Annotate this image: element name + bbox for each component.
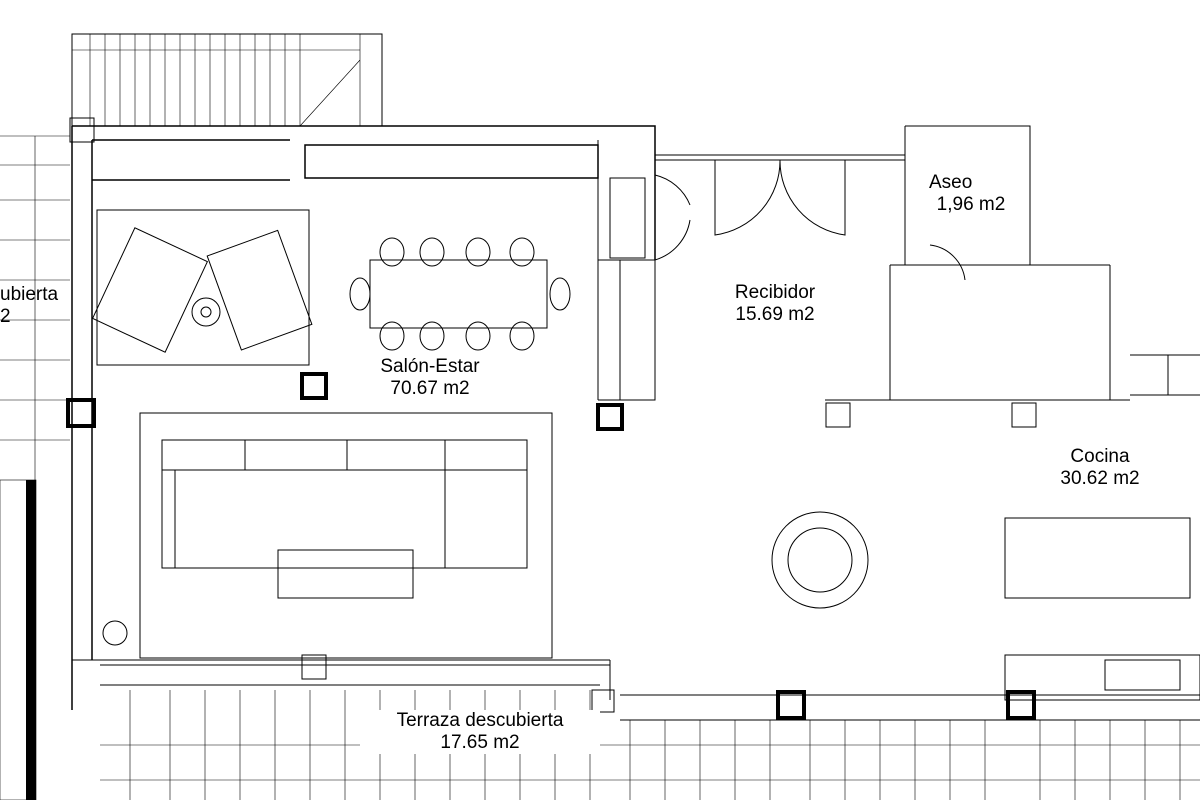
room-name: Recibidor [734, 282, 816, 303]
room-label-salon: Salón-Estar 70.67 m2 [355, 356, 505, 400]
top-stairs [71, 33, 383, 127]
room-area: 15.69 m2 [735, 304, 815, 325]
room-label-recibidor: Recibidor 15.69 m2 [700, 282, 850, 326]
left-terrace-tiles [0, 135, 70, 800]
room-label-aseo: Aseo 1,96 m2 [916, 172, 1026, 216]
room-area: 17.65 m2 [440, 732, 520, 753]
room-label-terraza-left: ubierta 2 [0, 284, 58, 328]
room-name: ubierta [0, 284, 59, 305]
room-area: 1,96 m2 [936, 194, 1006, 215]
columns [66, 117, 1037, 720]
room-area: 30.62 m2 [1060, 468, 1140, 489]
furniture [91, 177, 1191, 691]
room-name: Salón-Estar [380, 356, 480, 377]
room-label-terraza: Terraza descubierta 17.65 m2 [360, 710, 600, 754]
room-label-cocina: Cocina 30.62 m2 [1025, 446, 1175, 490]
room-area: 2 [0, 306, 11, 327]
room-name: Cocina [1070, 446, 1130, 467]
room-area: 70.67 m2 [390, 378, 470, 399]
room-name: Terraza descubierta [396, 710, 564, 731]
walls [71, 125, 1200, 721]
doors [654, 159, 966, 281]
room-name: Aseo [929, 172, 973, 193]
